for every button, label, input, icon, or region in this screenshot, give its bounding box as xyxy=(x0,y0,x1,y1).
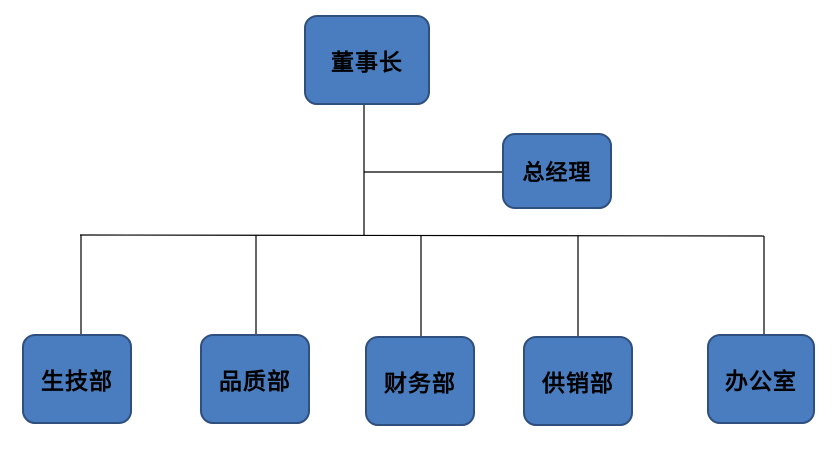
node-department-office-label: 办公室 xyxy=(725,369,797,395)
node-department-supply-label: 供销部 xyxy=(542,371,614,397)
node-department-supply: 供销部 xyxy=(523,336,633,426)
department-bus-line xyxy=(79,234,765,237)
node-department-quality: 品质部 xyxy=(200,334,310,424)
node-department-finance: 财务部 xyxy=(365,336,475,426)
node-department-tech: 生技部 xyxy=(22,334,132,424)
node-department-quality-label: 品质部 xyxy=(219,369,291,395)
node-department-tech-label: 生技部 xyxy=(41,369,113,395)
node-chairman-label: 董事长 xyxy=(331,50,403,76)
node-department-office: 办公室 xyxy=(707,334,815,424)
node-chairman: 董事长 xyxy=(304,15,430,105)
node-department-finance-label: 财务部 xyxy=(384,371,456,397)
node-general-manager: 总经理 xyxy=(502,133,612,209)
node-general-manager-label: 总经理 xyxy=(522,161,592,186)
